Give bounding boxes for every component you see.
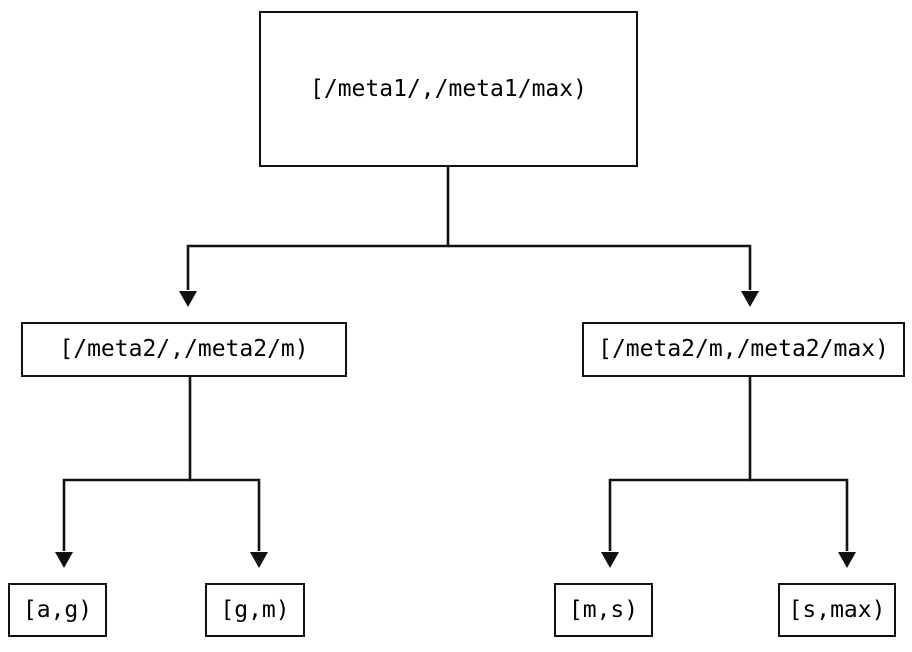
- arrowhead-triangle-down: [179, 291, 197, 307]
- node-root[interactable]: [/meta1/,/meta1/max): [259, 11, 638, 167]
- node-meta2-right[interactable]: [/meta2/m,/meta2/max): [582, 322, 905, 377]
- node-leaf-gm-label: [g,m): [220, 596, 290, 623]
- node-meta2-left[interactable]: [/meta2/,/meta2/m): [21, 322, 347, 377]
- node-meta2-right-label: [/meta2/m,/meta2/max): [598, 336, 889, 362]
- node-leaf-ms[interactable]: [m,s): [554, 583, 653, 637]
- node-leaf-smax-label: [s,max): [788, 596, 886, 623]
- node-root-label: [/meta1/,/meta1/max): [310, 75, 587, 102]
- edge-root-to-meta2-left: [179, 167, 450, 307]
- arrowhead-triangle-down: [741, 291, 759, 307]
- node-leaf-gm[interactable]: [g,m): [205, 583, 305, 637]
- edge-root-to-meta2-right: [448, 244, 759, 307]
- node-leaf-ag-label: [a,g): [22, 596, 93, 623]
- edge-meta2-left-to-ag: [55, 377, 192, 568]
- node-meta2-left-label: [/meta2/,/meta2/m): [59, 336, 309, 362]
- arrowhead-triangle-down: [601, 552, 619, 568]
- arrowhead-triangle-down: [55, 552, 73, 568]
- node-leaf-ag[interactable]: [a,g): [8, 583, 107, 637]
- arrowhead-triangle-down: [250, 552, 268, 568]
- edge-meta2-right-to-ms: [601, 377, 752, 568]
- edge-meta2-left-to-gm: [190, 478, 268, 568]
- node-leaf-smax[interactable]: [s,max): [778, 583, 896, 637]
- edge-meta2-right-to-smax: [750, 478, 856, 568]
- node-leaf-ms-label: [m,s): [568, 596, 639, 623]
- arrowhead-triangle-down: [838, 552, 856, 568]
